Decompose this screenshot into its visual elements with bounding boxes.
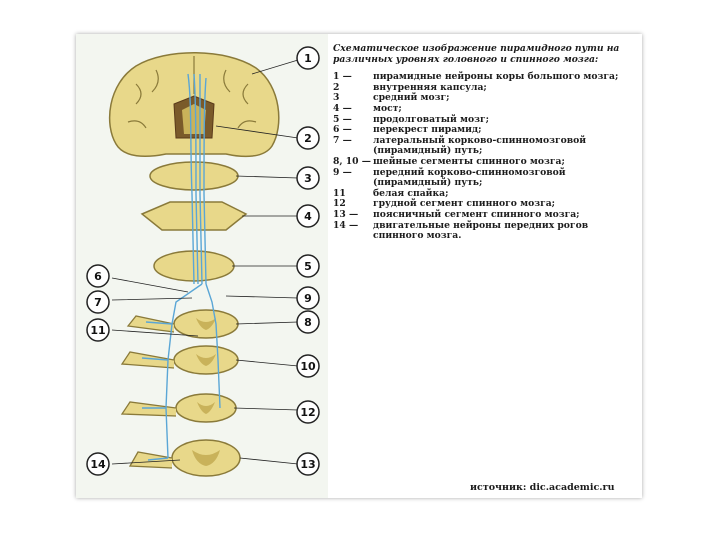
label-11: 11 [86, 318, 110, 342]
caption-item: 4 —мост; [333, 102, 402, 114]
pyramidal-tract-lines [141, 73, 221, 461]
svg-text:14: 14 [90, 458, 106, 471]
brain-sulci [127, 56, 257, 129]
label-2: 2 [296, 126, 320, 150]
caption-item: 14 —двигательные нейроны передних рогов … [333, 219, 589, 242]
svg-text:10: 10 [300, 360, 316, 373]
svg-text:3: 3 [304, 172, 312, 185]
internal-capsule [182, 104, 206, 134]
svg-text:5: 5 [304, 260, 312, 273]
label-4: 4 [296, 204, 320, 228]
svg-text:1: 1 [304, 52, 312, 65]
svg-text:11: 11 [90, 324, 105, 337]
midbrain-section [149, 161, 239, 191]
svg-text:13: 13 [300, 458, 315, 471]
caption-item: 9 —передний корково-спинномозговой (пира… [333, 166, 566, 189]
label-leaders [111, 59, 299, 465]
label-3: 3 [296, 166, 320, 190]
figure-caption: Схематическое изображение пирамидного пу… [333, 43, 633, 242]
svg-text:9: 9 [304, 292, 312, 305]
label-5: 5 [296, 254, 320, 278]
caption-item: 5 —продолговатый мозг; [333, 113, 490, 125]
pyramidal-tract-diagram: 1 2 3 4 5 6 7 9 8 11 10 12 14 13 [86, 46, 320, 477]
label-14: 14 [86, 452, 110, 476]
caption-item: 6 —перекрест пирамид; [333, 124, 482, 136]
nerve-roots [120, 315, 177, 469]
svg-text:6: 6 [94, 270, 102, 283]
label-7: 7 [86, 290, 110, 314]
caption-item: 1 —пирамидные нейроны коры большого мозг… [333, 71, 619, 83]
svg-text:4: 4 [304, 210, 312, 223]
source-credit: источник: dic.academic.ru [470, 482, 615, 493]
caption-title: Схематическое изображение пирамидного пу… [333, 43, 620, 65]
svg-text:7: 7 [94, 296, 102, 309]
label-6: 6 [86, 264, 110, 288]
svg-text:12: 12 [300, 406, 315, 419]
label-13: 13 [296, 452, 320, 476]
label-8: 8 [296, 310, 320, 334]
svg-text:8: 8 [304, 316, 312, 329]
pons-section [140, 201, 248, 231]
caption-item: 7 —латеральный корково-спинномозговой (п… [333, 134, 587, 157]
label-1: 1 [296, 46, 320, 70]
label-9: 9 [296, 286, 320, 310]
label-12: 12 [296, 400, 320, 424]
caption-item: 8, 10 —шейные сегменты спинного мозга; [333, 155, 565, 167]
caption-item: 13 —поясничный сегмент спинного мозга; [333, 208, 580, 220]
label-10: 10 [296, 354, 320, 378]
svg-text:2: 2 [304, 132, 312, 145]
